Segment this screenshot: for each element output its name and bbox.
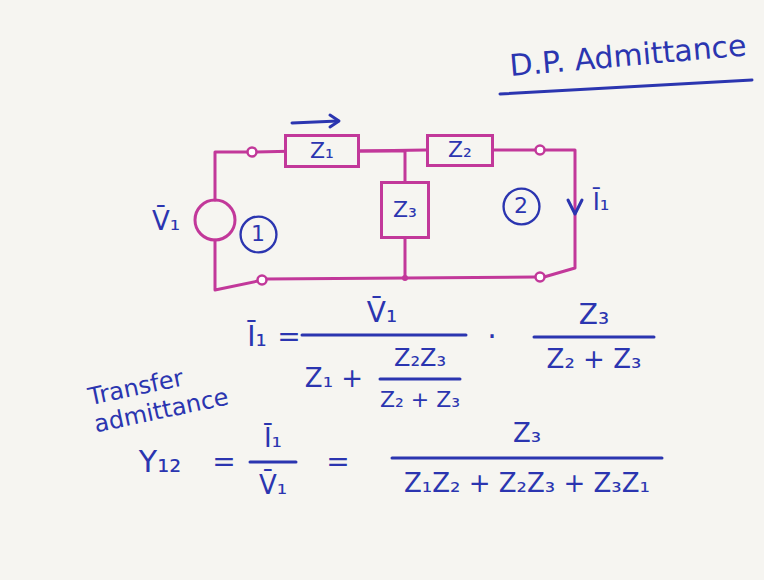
node-text-group: Z₂: [448, 138, 472, 162]
title: D.P. Admittance: [508, 28, 748, 83]
node-text-group: 2: [514, 194, 528, 218]
equation-term: V̄₁: [259, 471, 287, 501]
equation-term: Y₁₂: [139, 445, 181, 480]
equation-term: V̄₁: [367, 297, 397, 329]
equals-sign: =: [212, 446, 235, 478]
equation-note: Transfer admittance: [86, 353, 244, 438]
title-underline: [500, 80, 752, 94]
node-label: 1: [251, 222, 265, 246]
source-label: V̄₁: [152, 207, 180, 237]
terminal: [258, 276, 267, 285]
node-label: Z₁: [310, 139, 334, 163]
current-arrow: [568, 200, 582, 214]
fraction-bar: [392, 457, 662, 460]
equation-term: Ī₁: [247, 321, 266, 353]
junction-dot: [402, 275, 408, 281]
equation-term: Ī₁: [264, 424, 282, 454]
equation-term: Z₁Z₂ + Z₂Z₃ + Z₃Z₁: [404, 469, 650, 499]
impedance-box: Z₂: [426, 134, 494, 167]
equation-term: Z₂ + Z₃: [380, 387, 460, 412]
wire: [215, 240, 258, 290]
node-label: Z₂: [448, 138, 472, 162]
voltage-source-symbol: [195, 200, 235, 240]
wire: [404, 235, 407, 278]
node-text-group: 1: [251, 222, 265, 246]
impedance-box: Z₃: [380, 181, 430, 239]
equation-term: Z₂ + Z₃: [547, 345, 642, 375]
port-number: 1: [239, 215, 278, 254]
node-label: 2: [514, 194, 528, 218]
port-number: 2: [502, 187, 541, 226]
wire: [215, 152, 250, 200]
fraction-bar: [302, 334, 466, 337]
terminal: [536, 146, 545, 155]
terminal: [536, 273, 545, 282]
equation-term: Z₁ +: [305, 364, 363, 394]
fraction-bar: [534, 336, 654, 339]
wire: [266, 277, 536, 279]
fraction-bar: [250, 461, 296, 464]
node-label: Z₃: [393, 198, 417, 222]
impedance-box: Z₁: [284, 134, 360, 168]
current-arrow: [292, 121, 338, 123]
dot-operator: ·: [487, 320, 497, 355]
equals-sign: =: [277, 321, 300, 353]
wire: [544, 150, 575, 277]
equals-sign: =: [326, 446, 349, 478]
fraction-bar: [380, 378, 460, 381]
node-text-group: Z₁: [310, 139, 334, 163]
node-text-group: Z₃: [393, 198, 417, 222]
wire-connector: [360, 151, 405, 181]
current-label: Ī₁: [593, 189, 610, 217]
equation-term: Z₃: [579, 299, 609, 331]
terminal: [248, 148, 257, 157]
equation-term: Z₂Z₃: [394, 345, 446, 373]
current-arrow: [330, 115, 339, 127]
equation-term: Z₃: [513, 419, 541, 449]
